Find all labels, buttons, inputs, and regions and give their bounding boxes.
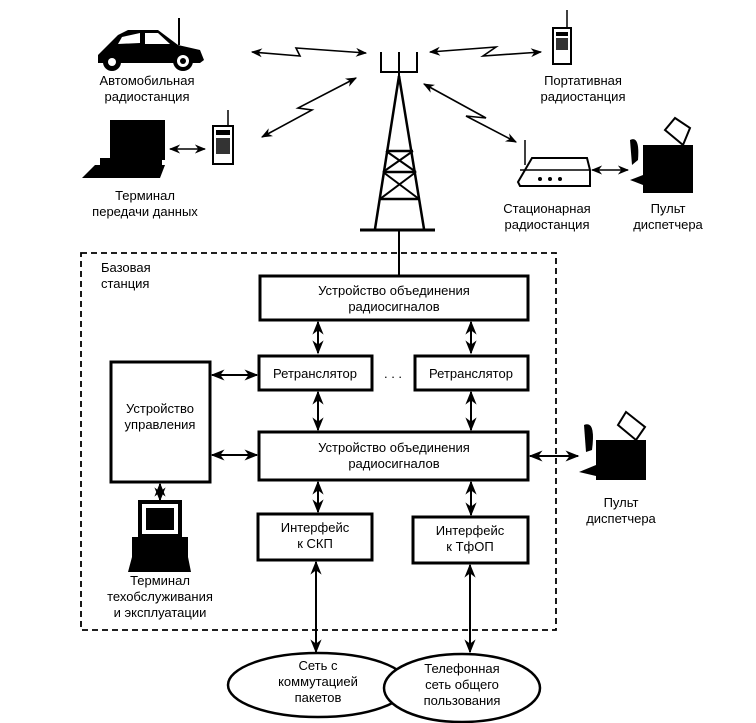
- combiner-bottom-label-1: Устройство объединения: [318, 440, 470, 455]
- dispatcher-desk-icon: [579, 410, 647, 480]
- packet-network-label-1: Сеть с: [298, 658, 338, 673]
- combiner-top-label-2: радиосигналов: [348, 299, 439, 314]
- car-radio-label-2: радиостанция: [104, 89, 189, 104]
- data-terminal-label-1: Терминал: [115, 188, 175, 203]
- base-station-label-2: станция: [101, 276, 149, 291]
- packet-network-ellipse[interactable]: Сеть с коммутацией пакетов: [226, 651, 410, 719]
- pstn-ellipse[interactable]: Телефонная сеть общего пользования: [382, 652, 542, 723]
- interface-packet-box[interactable]: Интерфейс к СКП: [256, 512, 374, 562]
- handheld-radio-icon: [552, 10, 572, 65]
- combiner-top-label-1: Устройство объединения: [318, 283, 470, 298]
- interface-pstn-box[interactable]: Интерфейс к ТфОП: [411, 515, 530, 565]
- base-radio-icon: [516, 140, 591, 187]
- interface-packet-label-2: к СКП: [297, 536, 333, 551]
- portable-radio-device: Портативная радиостанция: [540, 10, 626, 104]
- radio-link-car: [250, 47, 368, 58]
- dispatcher-top-label-1: Пульт: [651, 201, 686, 216]
- maintenance-terminal-label-3: и эксплуатации: [114, 605, 207, 620]
- data-terminal-label-2: передачи данных: [92, 204, 198, 219]
- pstn-label-2: сеть общего: [425, 677, 499, 692]
- repeater-2-label: Ретранслятор: [429, 366, 513, 381]
- dispatcher-right-label-2: диспетчера: [586, 511, 656, 526]
- control-unit-label-1: Устройство: [126, 401, 194, 416]
- data-terminal-device: Терминал передачи данных: [82, 110, 234, 219]
- base-station-label-1: Базовая: [101, 260, 151, 275]
- computer-icon: [128, 500, 191, 572]
- maintenance-terminal-label-2: техобслуживания: [107, 589, 213, 604]
- dispatcher-desk-icon: [630, 116, 693, 193]
- control-unit-label-2: управления: [125, 417, 196, 432]
- interface-packet-label-1: Интерфейс: [281, 520, 350, 535]
- car-icon: [98, 18, 204, 71]
- dispatcher-right-device: Пульт диспетчера: [579, 410, 657, 526]
- repeater-1-box[interactable]: Ретранслятор: [257, 354, 374, 392]
- interface-pstn-label-2: к ТфОП: [446, 539, 493, 554]
- repeater-ellipsis: . . .: [384, 366, 402, 381]
- repeater-2-box[interactable]: Ретранслятор: [413, 354, 530, 392]
- dispatcher-right-label-1: Пульт: [604, 495, 639, 510]
- packet-network-label-2: коммутацией: [278, 674, 358, 689]
- car-radio-label-1: Автомобильная: [99, 73, 194, 88]
- interface-pstn-label-1: Интерфейс: [436, 523, 505, 538]
- combiner-top-box[interactable]: Устройство объединения радиосигналов: [258, 274, 530, 322]
- maintenance-terminal-label-1: Терминал: [130, 573, 190, 588]
- radio-link-stationary: [423, 83, 517, 143]
- control-unit-box[interactable]: Устройство управления: [109, 360, 212, 484]
- repeater-1-label: Ретранслятор: [273, 366, 357, 381]
- maintenance-terminal-device: Терминал техобслуживания и эксплуатации: [107, 500, 213, 620]
- base-station-frame: [80, 252, 557, 631]
- dispatcher-top-label-2: диспетчера: [633, 217, 703, 232]
- antenna-tower-icon: [360, 52, 435, 276]
- radio-link-portable: [428, 45, 543, 58]
- combiner-bottom-box[interactable]: Устройство объединения радиосигналов: [257, 430, 530, 482]
- pstn-label-1: Телефонная: [424, 661, 499, 676]
- portable-radio-label-2: радиостанция: [540, 89, 625, 104]
- stationary-radio-label-2: радиостанция: [504, 217, 589, 232]
- portable-radio-label-1: Портативная: [544, 73, 622, 88]
- radio-link-data-terminal: [261, 77, 357, 138]
- car-radio-device: Автомобильная радиостанция: [98, 18, 204, 104]
- dispatcher-top-device: Пульт диспетчера: [630, 116, 704, 232]
- stationary-radio-label-1: Стационарная: [503, 201, 590, 216]
- handheld-radio-icon: [212, 110, 234, 165]
- packet-network-label-3: пакетов: [295, 690, 342, 705]
- stationary-radio-device: Стационарная радиостанция: [503, 140, 591, 232]
- computer-icon: [82, 120, 165, 178]
- pstn-label-3: пользования: [424, 693, 501, 708]
- combiner-bottom-label-2: радиосигналов: [348, 456, 439, 471]
